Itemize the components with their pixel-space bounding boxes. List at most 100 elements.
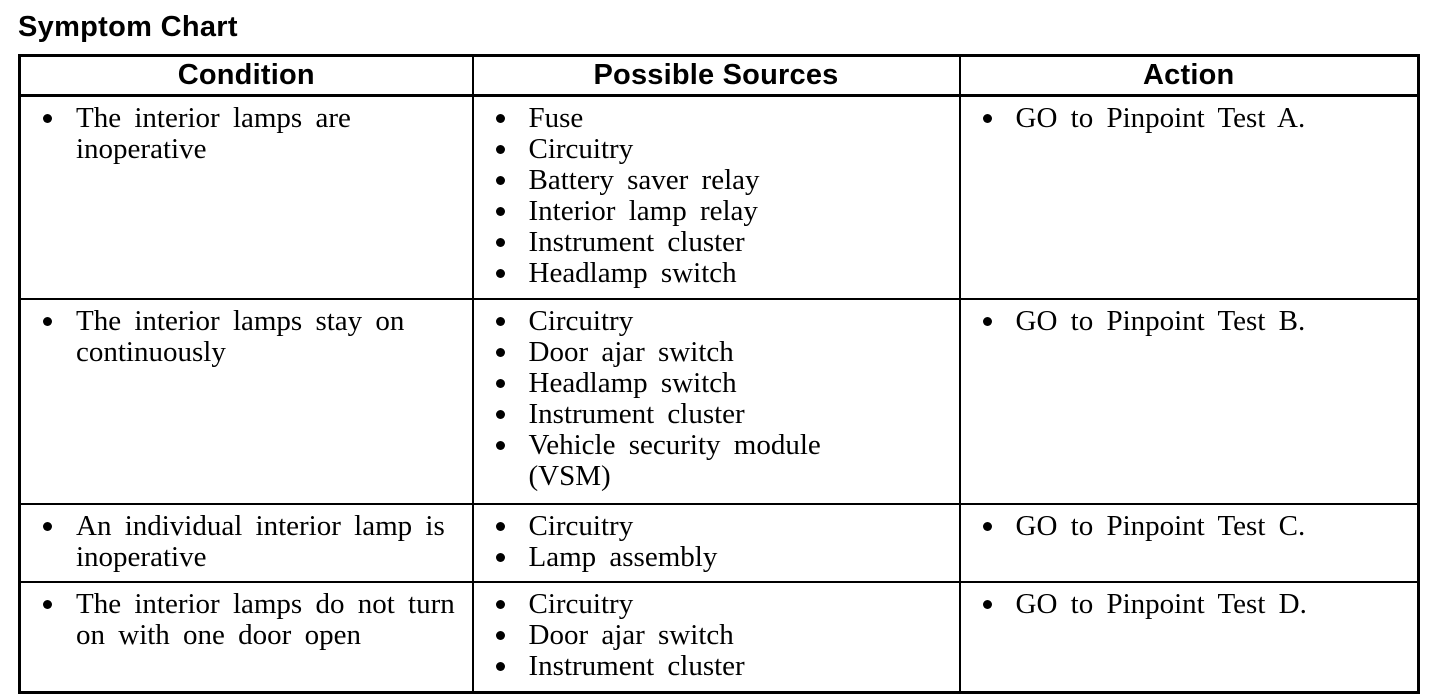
symptom-chart-table: Condition Possible Sources Action The in… bbox=[18, 54, 1420, 694]
list-item: GO to Pinpoint Test A. bbox=[961, 103, 1416, 134]
bullet-icon bbox=[43, 317, 52, 326]
bullet-icon bbox=[495, 441, 505, 450]
table-row: The interior lamps do not turn on with o… bbox=[18, 581, 1420, 694]
bullet-icon bbox=[982, 600, 992, 609]
table-row: The interior lamps stay on continuously … bbox=[18, 298, 1420, 505]
bullet-icon bbox=[495, 522, 505, 531]
list-item: Headlamp switch bbox=[474, 368, 957, 399]
list-item-text: Fuse bbox=[528, 102, 584, 134]
list-item: Battery saver relay bbox=[474, 165, 957, 196]
list-item-text: Headlamp switch bbox=[528, 367, 737, 399]
list-item-text: The interior lamps stay on continuously bbox=[76, 305, 405, 368]
bullet-icon bbox=[982, 522, 992, 531]
column-header-possible-sources: Possible Sources bbox=[471, 54, 961, 97]
list-item-text: Circuitry bbox=[528, 305, 634, 337]
list-item-text: Lamp assembly bbox=[528, 541, 718, 573]
list-item: Circuitry bbox=[474, 511, 957, 542]
list-item: GO to Pinpoint Test C. bbox=[961, 511, 1416, 542]
bullet-icon bbox=[43, 114, 52, 123]
condition-cell: The interior lamps stay on continuously bbox=[18, 298, 474, 505]
action-list: GO to Pinpoint Test B. bbox=[961, 306, 1416, 337]
list-item: Lamp assembly bbox=[474, 542, 957, 573]
list-item: Vehicle security module (VSM) bbox=[474, 430, 957, 492]
bullet-icon bbox=[495, 207, 505, 216]
bullet-icon bbox=[982, 317, 992, 326]
list-item: The interior lamps do not turn on with o… bbox=[21, 589, 470, 651]
list-item: GO to Pinpoint Test B. bbox=[961, 306, 1416, 337]
list-item-text: GO to Pinpoint Test C. bbox=[1015, 510, 1306, 542]
header-row: Condition Possible Sources Action bbox=[18, 54, 1420, 97]
column-header-condition: Condition bbox=[18, 54, 474, 97]
list-item-text: Interior lamp relay bbox=[528, 195, 758, 227]
action-cell: GO to Pinpoint Test C. bbox=[958, 503, 1420, 583]
list-item: An individual interior lamp is inoperati… bbox=[21, 511, 470, 573]
bullet-icon bbox=[495, 662, 505, 671]
list-item: The interior lamps stay on continuously bbox=[21, 306, 470, 368]
action-list: GO to Pinpoint Test D. bbox=[961, 589, 1416, 620]
list-item: Circuitry bbox=[474, 134, 957, 165]
list-item-text: Vehicle security module (VSM) bbox=[528, 429, 821, 492]
list-item-text: Door ajar switch bbox=[528, 336, 734, 368]
list-item-text: Circuitry bbox=[528, 510, 634, 542]
list-item-text: Door ajar switch bbox=[528, 619, 734, 651]
bullet-icon bbox=[43, 522, 52, 531]
list-item-text: GO to Pinpoint Test D. bbox=[1015, 588, 1307, 620]
page-title: Symptom Chart bbox=[18, 11, 238, 43]
list-item-text: Instrument cluster bbox=[528, 398, 745, 430]
condition-list: The interior lamps stay on continuously bbox=[21, 306, 470, 368]
condition-list: The interior lamps are inoperative bbox=[21, 103, 470, 165]
list-item-text: Headlamp switch bbox=[528, 257, 737, 289]
bullet-icon bbox=[495, 176, 505, 185]
bullet-icon bbox=[982, 114, 992, 123]
list-item: Fuse bbox=[474, 103, 957, 134]
bullet-icon bbox=[495, 631, 505, 640]
action-list: GO to Pinpoint Test C. bbox=[961, 511, 1416, 542]
bullet-icon bbox=[495, 145, 505, 154]
bullet-icon bbox=[495, 114, 505, 123]
condition-list: The interior lamps do not turn on with o… bbox=[21, 589, 470, 651]
list-item: Circuitry bbox=[474, 589, 957, 620]
list-item: The interior lamps are inoperative bbox=[21, 103, 470, 165]
action-cell: GO to Pinpoint Test B. bbox=[958, 298, 1420, 505]
list-item-text: GO to Pinpoint Test B. bbox=[1015, 305, 1306, 337]
action-cell: GO to Pinpoint Test D. bbox=[958, 581, 1420, 694]
list-item-text: The interior lamps do not turn on with o… bbox=[76, 588, 455, 651]
bullet-icon bbox=[43, 600, 52, 609]
bullet-icon bbox=[495, 553, 505, 562]
action-list: GO to Pinpoint Test A. bbox=[961, 103, 1416, 134]
condition-cell: An individual interior lamp is inoperati… bbox=[18, 503, 474, 583]
bullet-icon bbox=[495, 238, 505, 247]
list-item-text: Circuitry bbox=[528, 588, 634, 620]
action-cell: GO to Pinpoint Test A. bbox=[958, 94, 1420, 300]
bullet-icon bbox=[495, 600, 505, 609]
list-item-text: Battery saver relay bbox=[528, 164, 760, 196]
list-item: Interior lamp relay bbox=[474, 196, 957, 227]
list-item: GO to Pinpoint Test D. bbox=[961, 589, 1416, 620]
list-item-text: The interior lamps are inoperative bbox=[76, 102, 351, 165]
bullet-icon bbox=[495, 348, 505, 357]
table-row: An individual interior lamp is inoperati… bbox=[18, 503, 1420, 583]
list-item-text: An individual interior lamp is inoperati… bbox=[76, 510, 445, 573]
list-item-text: GO to Pinpoint Test A. bbox=[1015, 102, 1306, 134]
bullet-icon bbox=[495, 317, 505, 326]
list-item-text: Circuitry bbox=[528, 133, 634, 165]
bullet-icon bbox=[495, 379, 505, 388]
condition-cell: The interior lamps do not turn on with o… bbox=[18, 581, 474, 694]
list-item-text: Instrument cluster bbox=[528, 226, 745, 258]
list-item: Door ajar switch bbox=[474, 337, 957, 368]
condition-list: An individual interior lamp is inoperati… bbox=[21, 511, 470, 573]
bullet-icon bbox=[495, 269, 505, 278]
list-item: Headlamp switch bbox=[474, 258, 957, 289]
list-item: Instrument cluster bbox=[474, 651, 957, 682]
column-header-action: Action bbox=[958, 54, 1420, 97]
